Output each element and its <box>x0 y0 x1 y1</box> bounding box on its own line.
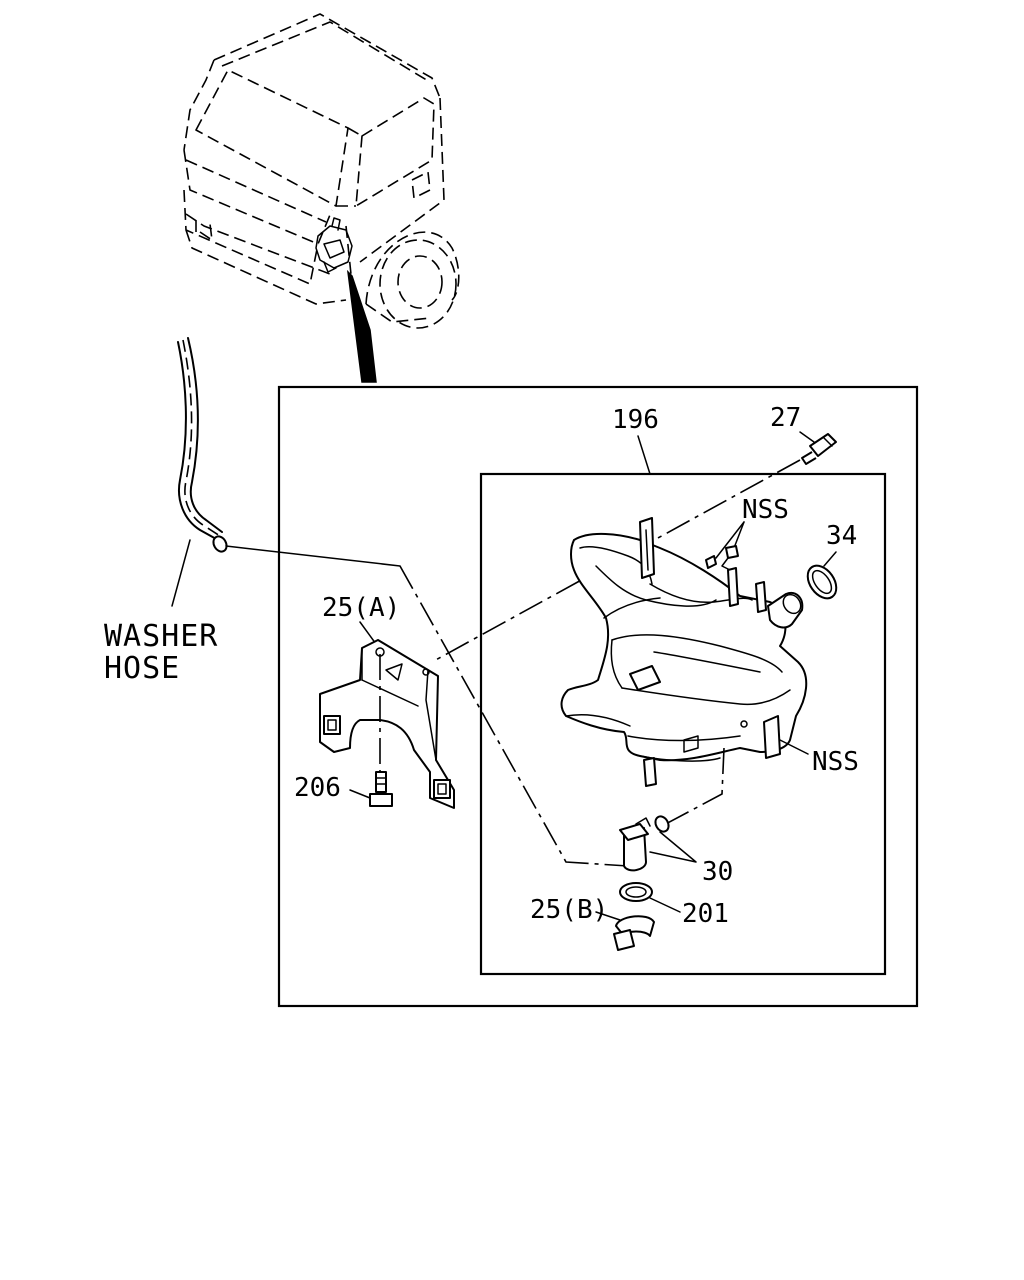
location-pointer-arrow <box>346 269 377 383</box>
label-30: 30 <box>702 857 733 887</box>
truck-cab-illustration <box>183 13 460 383</box>
label-25a: 25(A) <box>322 593 400 623</box>
bolt-206 <box>369 771 393 807</box>
grommet-201 <box>619 882 653 902</box>
nss-fastener-small <box>705 545 739 571</box>
clip-25b <box>613 915 655 951</box>
tank-location-icon <box>315 217 353 273</box>
label-25b: 25(B) <box>530 895 608 925</box>
label-201: 201 <box>682 899 729 929</box>
label-27: 27 <box>770 403 801 433</box>
detail-inner-frame <box>479 472 887 976</box>
clamp-34 <box>806 564 838 600</box>
label-206: 206 <box>294 773 341 803</box>
washer-hose-label-line1: WASHER <box>104 619 218 654</box>
bolt-27 <box>801 433 837 465</box>
label-34: 34 <box>826 521 857 551</box>
washer-hose-label-line2: HOSE <box>104 651 180 686</box>
label-nss-top: NSS <box>742 495 789 525</box>
washer-tank-196 <box>560 517 808 787</box>
label-196: 196 <box>612 405 659 435</box>
washer-hose <box>171 337 401 607</box>
label-nss-right: NSS <box>812 747 859 777</box>
detail-outer-frame <box>277 385 919 1008</box>
washer-pump-30 <box>619 815 670 872</box>
